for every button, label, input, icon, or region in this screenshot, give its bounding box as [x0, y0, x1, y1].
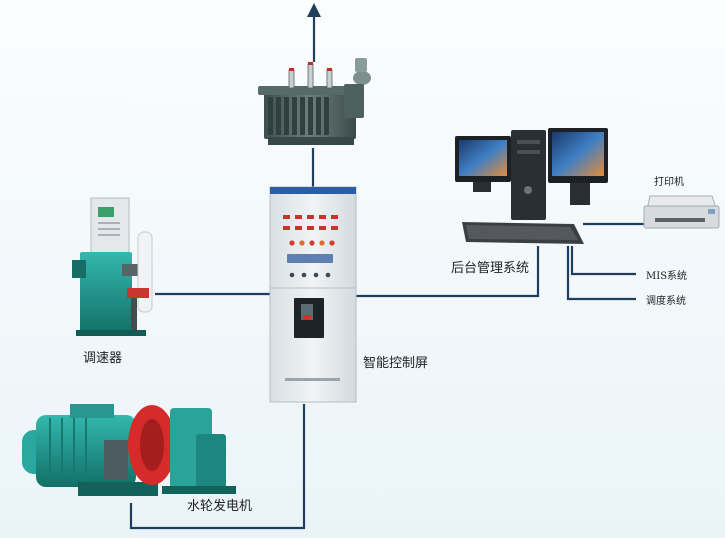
line-screen-to-backend: [356, 246, 540, 298]
dispatch-system-label: 调度系统: [646, 296, 686, 307]
mis-system-label: MIS系统: [646, 271, 688, 282]
control-cabinet-icon: [269, 186, 357, 403]
governor-label: 调速器: [83, 351, 123, 366]
governor-icon: [72, 197, 153, 336]
printer-icon: [643, 195, 720, 229]
connector-lines: [129, 52, 648, 530]
line-to-mis: [570, 246, 636, 276]
backend-system-label: 后台管理系统: [451, 261, 530, 276]
printer-label: 打印机: [654, 177, 684, 188]
hydro-generator-label: 水轮发电机: [187, 499, 253, 514]
transformer-icon: [258, 58, 371, 145]
line-screen-to-generator: [129, 404, 306, 530]
hydro-generator-icon: [22, 404, 236, 496]
control-screen-label: 智能控制屏: [363, 356, 429, 371]
computer-icon: [455, 128, 608, 244]
arrow-up-icon: [307, 3, 321, 52]
line-to-dispatch: [566, 246, 636, 301]
